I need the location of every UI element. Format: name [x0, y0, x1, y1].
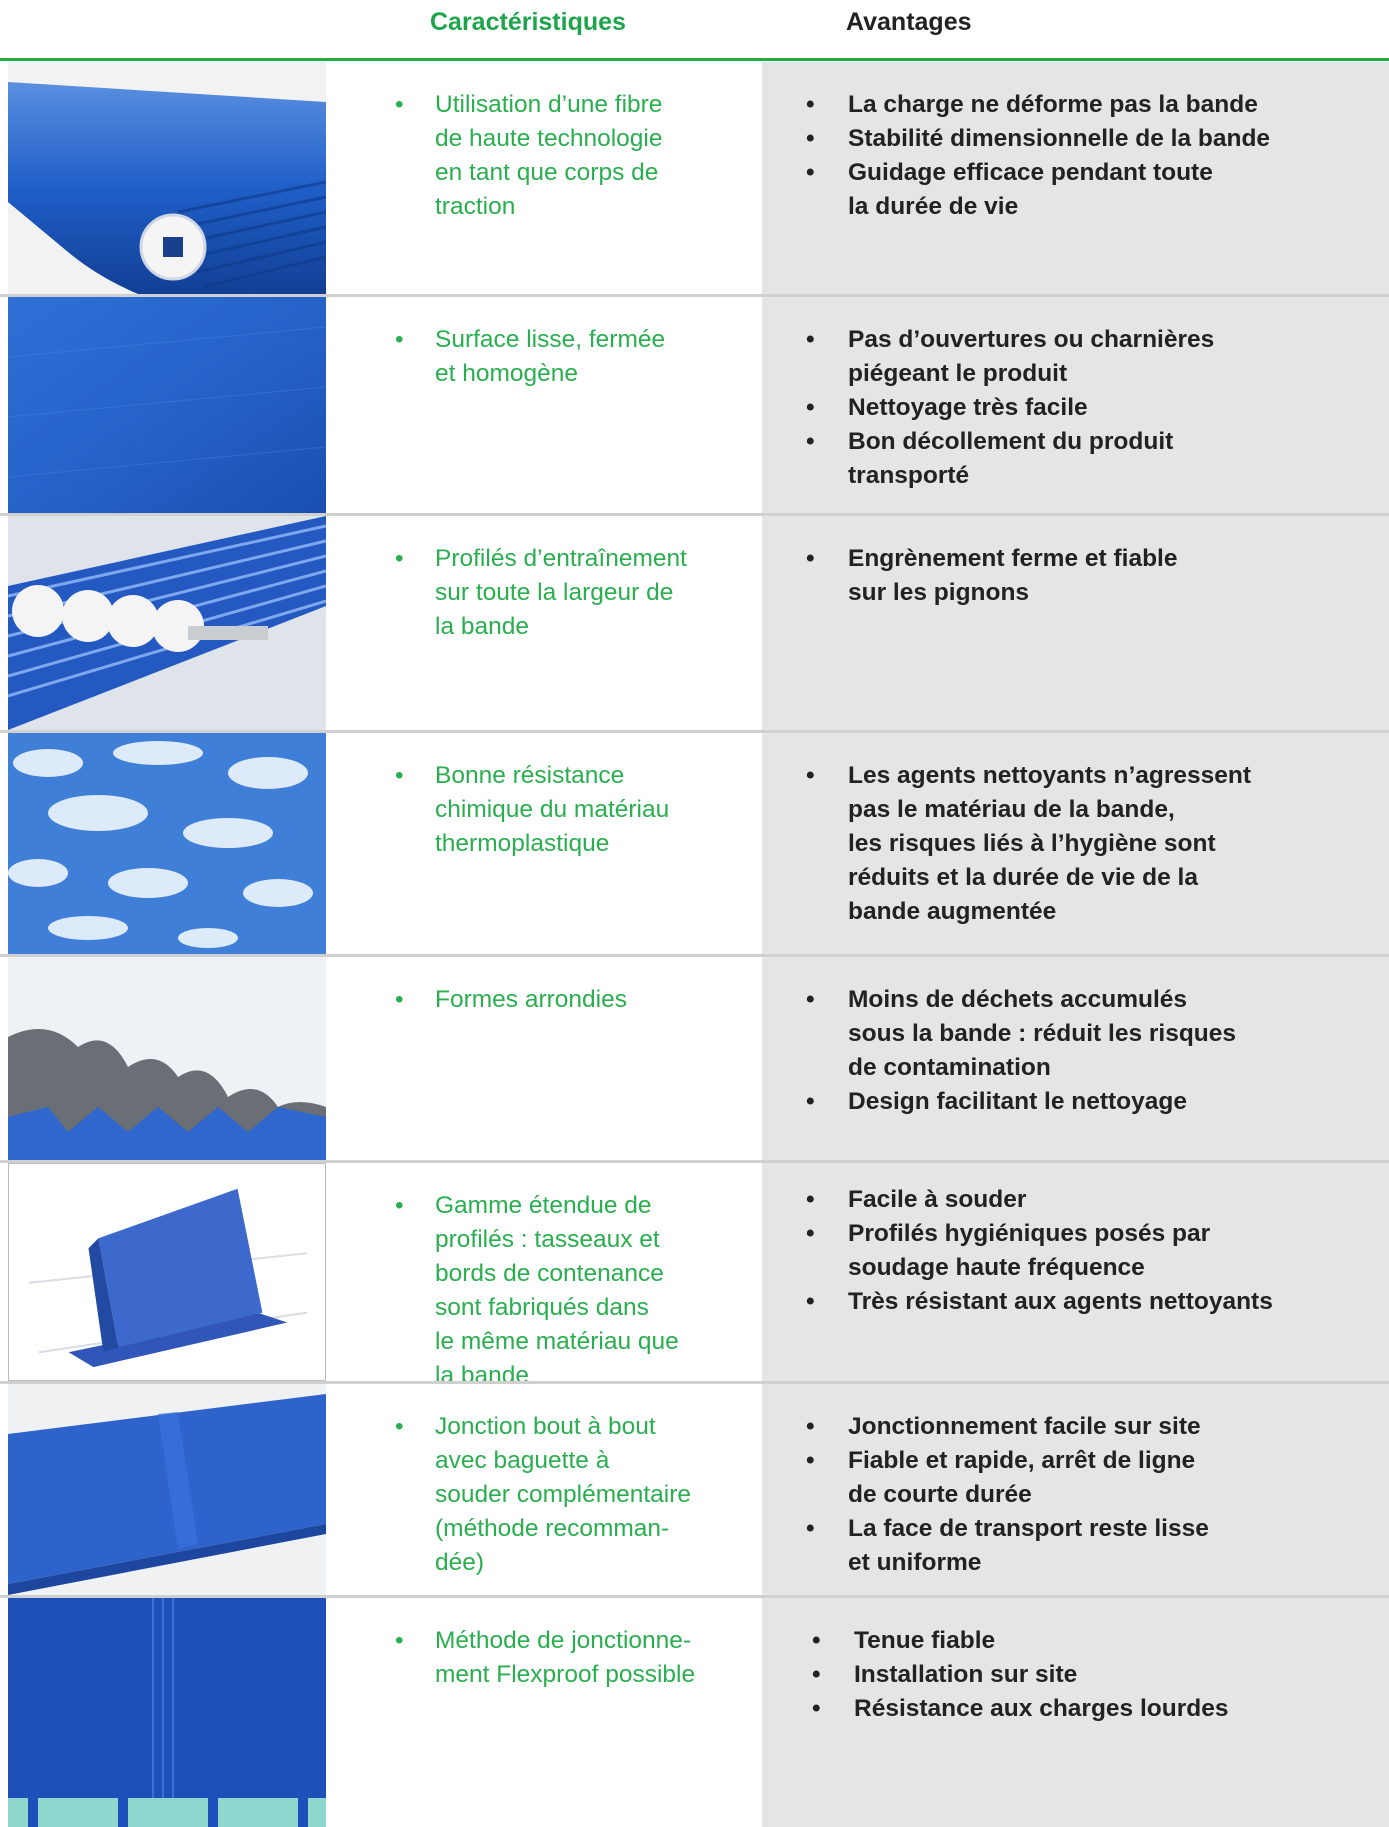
feature-item: Profilés d’entraînement sur toute la lar… — [395, 542, 687, 644]
advantages-cell: Engrènement ferme et fiable sur les pign… — [762, 516, 1389, 730]
features-cell: Utilisation d’une fibre de haute technol… — [330, 62, 760, 294]
row-divider — [0, 294, 1389, 297]
belt-with-foam-image — [8, 733, 326, 954]
features-cell: Jonction bout à bout avec baguette à sou… — [330, 1384, 760, 1595]
belt-with-sprocket-image — [8, 62, 326, 294]
advantage-item: Stabilité dimensionnelle de la bande — [806, 122, 1270, 156]
features-cell: Surface lisse, fermée et homogène — [330, 297, 760, 513]
advantage-item: Design facilitant le nettoyage — [806, 1085, 1236, 1119]
advantage-item: Tenue fiable — [812, 1624, 1228, 1658]
row-divider — [0, 1381, 1389, 1384]
advantage-item: Jonctionnement facile sur site — [806, 1410, 1209, 1444]
row-divider — [0, 1160, 1389, 1163]
feature-item: Surface lisse, fermée et homogène — [395, 323, 665, 391]
advantages-cell: Tenue fiable Installation sur site Résis… — [762, 1598, 1389, 1827]
row-divider — [0, 730, 1389, 733]
table-row: Surface lisse, fermée et homogène Pas d’… — [0, 297, 1389, 513]
advantage-item: Installation sur site — [812, 1658, 1228, 1692]
features-cell: Formes arrondies — [330, 957, 760, 1160]
feature-item: Jonction bout à bout avec baguette à sou… — [395, 1410, 691, 1580]
advantage-item: La charge ne déforme pas la bande — [806, 88, 1270, 122]
features-cell: Profilés d’entraînement sur toute la lar… — [330, 516, 760, 730]
table-header: Caractéristiques Avantages — [0, 0, 1389, 62]
features-cell: Bonne résistance chimique du matériau th… — [330, 733, 760, 954]
advantages-cell: Facile à souder Profilés hygiéniques pos… — [762, 1163, 1389, 1381]
row-divider — [0, 1595, 1389, 1598]
cleat-profile-image — [8, 1163, 326, 1381]
flexproof-joint-image — [8, 1598, 326, 1827]
advantages-cell: La charge ne déforme pas la bande Stabil… — [762, 62, 1389, 294]
table-row: Méthode de jonctionne- ment Flexproof po… — [0, 1598, 1389, 1827]
advantage-item: Très résistant aux agents nettoyants — [806, 1285, 1273, 1319]
row-divider — [0, 513, 1389, 516]
advantage-item: Facile à souder — [806, 1183, 1273, 1217]
feature-item: Formes arrondies — [395, 983, 627, 1017]
advantages-cell: Pas d’ouvertures ou charnières piégeant … — [762, 297, 1389, 513]
table-row: Jonction bout à bout avec baguette à sou… — [0, 1384, 1389, 1595]
advantage-item: Guidage efficace pendant toute la durée … — [806, 156, 1270, 224]
feature-item: Bonne résistance chimique du matériau th… — [395, 759, 669, 861]
advantages-cell: Moins de déchets accumulés sous la bande… — [762, 957, 1389, 1160]
rounded-sprocket-image — [8, 957, 326, 1160]
advantage-item: Engrènement ferme et fiable sur les pign… — [806, 542, 1177, 610]
features-cell: Méthode de jonctionne- ment Flexproof po… — [330, 1598, 760, 1827]
advantage-item: Pas d’ouvertures ou charnières piégeant … — [806, 323, 1214, 391]
advantage-item: Profilés hygiéniques posés par soudage h… — [806, 1217, 1273, 1285]
advantages-cell: Les agents nettoyants n’agressent pas le… — [762, 733, 1389, 954]
advantages-cell: Jonctionnement facile sur site Fiable et… — [762, 1384, 1389, 1595]
features-column-header: Caractéristiques — [430, 8, 626, 36]
advantage-item: Résistance aux charges lourdes — [812, 1692, 1228, 1726]
table-row: Formes arrondies Moins de déchets accumu… — [0, 957, 1389, 1160]
advantage-item: Nettoyage très facile — [806, 391, 1214, 425]
table-row: Utilisation d’une fibre de haute technol… — [0, 62, 1389, 294]
feature-item: Utilisation d’une fibre de haute technol… — [395, 88, 663, 224]
advantage-item: Les agents nettoyants n’agressent pas le… — [806, 759, 1251, 929]
table-row: Profilés d’entraînement sur toute la lar… — [0, 516, 1389, 730]
feature-item: Gamme étendue de profilés : tasseaux et … — [395, 1189, 679, 1393]
table-row: Bonne résistance chimique du matériau th… — [0, 733, 1389, 954]
advantage-item: La face de transport reste lisse et unif… — [806, 1512, 1209, 1580]
belt-with-multiple-sprockets-image — [8, 516, 326, 730]
advantage-item: Bon décollement du produit transporté — [806, 425, 1214, 493]
butt-joint-belt-image — [8, 1384, 326, 1595]
table-row: Gamme étendue de profilés : tasseaux et … — [0, 1163, 1389, 1389]
row-divider — [0, 954, 1389, 957]
header-rule — [0, 58, 1389, 61]
advantages-column-header: Avantages — [846, 8, 972, 36]
advantage-item: Moins de déchets accumulés sous la bande… — [806, 983, 1236, 1085]
advantage-item: Fiable et rapide, arrêt de ligne de cour… — [806, 1444, 1209, 1512]
feature-item: Méthode de jonctionne- ment Flexproof po… — [395, 1624, 695, 1692]
smooth-belt-surface-image — [8, 297, 326, 513]
features-cell: Gamme étendue de profilés : tasseaux et … — [330, 1163, 760, 1389]
